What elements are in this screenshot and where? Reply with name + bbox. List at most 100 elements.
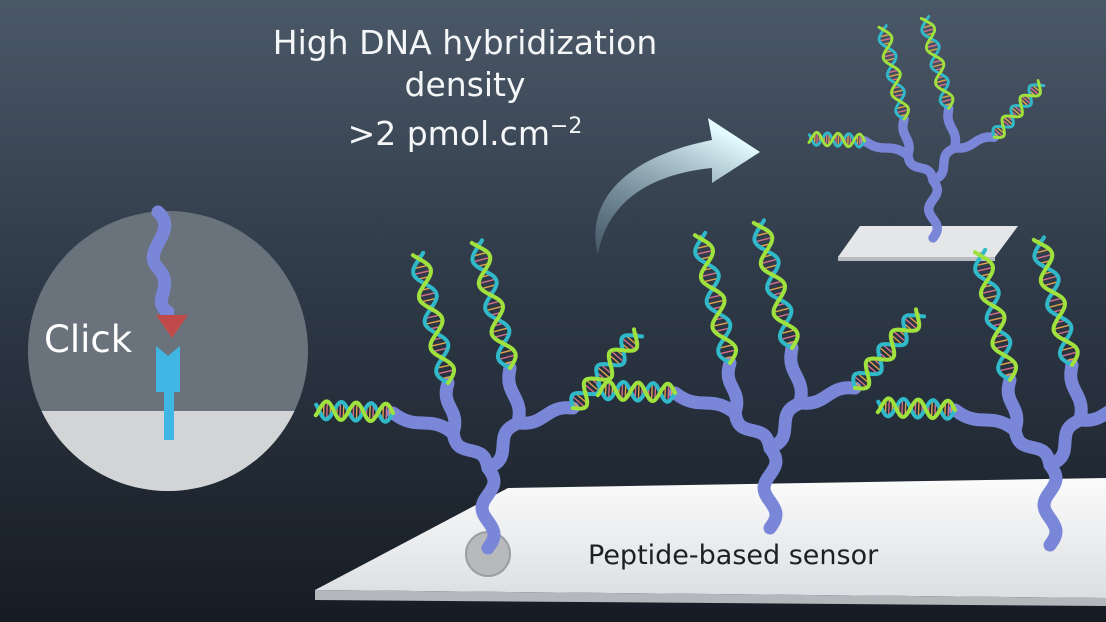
- dna-strand: [314, 399, 395, 424]
- base-pair: [1019, 98, 1030, 107]
- base-pair: [992, 338, 1010, 344]
- base-pair: [1060, 346, 1076, 352]
- dna-strand: [751, 220, 800, 350]
- base-pair: [596, 366, 611, 379]
- base-pair: [714, 327, 731, 333]
- dna-strand: [973, 247, 1013, 382]
- dna-helix: [851, 307, 926, 391]
- base-pair: [491, 327, 509, 333]
- base-pair: [887, 69, 899, 74]
- base-pair: [339, 402, 342, 420]
- dna-helix: [919, 14, 955, 110]
- base-pair: [418, 291, 437, 298]
- alkyne-triangle: [156, 315, 188, 338]
- base-pair: [986, 311, 1003, 317]
- peptide-branch: [481, 416, 525, 475]
- base-pair: [706, 294, 723, 300]
- base-pair: [892, 93, 905, 98]
- base-pair: [903, 317, 918, 330]
- peptide-dna-assembly: [313, 238, 644, 555]
- base-pair: [884, 57, 897, 62]
- peptide-arm: [386, 406, 460, 440]
- base-pair: [385, 403, 388, 422]
- dna-strand: [313, 399, 395, 424]
- base-pair: [610, 350, 625, 363]
- base-pair: [478, 278, 496, 285]
- base-pair: [1060, 351, 1078, 358]
- base-pair: [413, 269, 432, 276]
- peptide-arm: [439, 376, 462, 440]
- base-pair: [712, 321, 730, 327]
- base-pair: [621, 382, 624, 400]
- base-pair: [1042, 281, 1059, 287]
- base-pair: [980, 288, 999, 295]
- base-pair: [858, 134, 861, 148]
- base-pair: [982, 294, 999, 300]
- base-pair: [937, 82, 949, 88]
- dna-strand: [1031, 237, 1080, 367]
- base-pair: [1034, 253, 1053, 260]
- curved-arrow-icon: [595, 118, 760, 255]
- base-pair: [975, 261, 991, 267]
- base-pair: [825, 132, 828, 146]
- azide-linker: [156, 346, 180, 392]
- dna-strand: [807, 130, 867, 149]
- dna-strand: [411, 250, 451, 385]
- base-pair: [424, 314, 441, 320]
- base-pair: [878, 346, 893, 359]
- base-pair: [998, 366, 1017, 372]
- base-pair: [891, 89, 905, 94]
- dna-strand: [596, 379, 677, 404]
- base-pair: [472, 256, 491, 263]
- dna-strand: [920, 14, 951, 110]
- base-pair: [413, 264, 429, 270]
- dna-strand: [992, 79, 1042, 140]
- base-pair: [1040, 275, 1058, 282]
- base-pair: [718, 349, 737, 355]
- base-pair: [879, 37, 893, 42]
- dna-helix: [1031, 235, 1080, 367]
- headline-line-2: density: [404, 65, 526, 104]
- base-pair: [485, 300, 501, 306]
- base-pair: [931, 59, 943, 64]
- dna-strand: [1032, 235, 1074, 367]
- peptide-arm: [948, 403, 1022, 437]
- base-pair: [975, 266, 994, 273]
- peptide-dna-assembly: [875, 235, 1106, 552]
- dna-strand: [877, 24, 906, 121]
- base-pair: [650, 383, 653, 401]
- peptide-arm: [898, 114, 914, 160]
- base-pair: [931, 63, 944, 68]
- base-pair: [355, 402, 358, 421]
- base-pair: [436, 363, 452, 369]
- base-pair: [754, 236, 773, 243]
- peptide-dna-assembly: [595, 218, 926, 535]
- peptide-branch: [763, 396, 807, 455]
- base-pair: [998, 360, 1014, 366]
- main-substrate: [315, 478, 1106, 598]
- base-pair: [485, 305, 504, 312]
- base-pair: [780, 334, 798, 341]
- base-pair: [762, 264, 779, 270]
- base-pair: [921, 24, 933, 29]
- base-pair: [695, 249, 714, 256]
- base-pair: [927, 47, 940, 53]
- base-pair: [1010, 106, 1022, 117]
- base-pair: [940, 98, 954, 103]
- base-pair: [887, 398, 891, 417]
- peptide-arm: [511, 401, 580, 430]
- dna-strand: [919, 16, 955, 110]
- base-pair: [930, 400, 933, 418]
- base-pair: [621, 337, 636, 350]
- base-pair: [420, 297, 437, 303]
- base-pair: [935, 78, 949, 84]
- base-pair: [472, 251, 488, 257]
- click-inset: [28, 205, 308, 491]
- dna-strand: [469, 240, 518, 370]
- peptide-stem: [475, 461, 501, 555]
- dna-strand: [876, 396, 957, 421]
- peptide-arm: [668, 386, 742, 420]
- base-pair: [760, 258, 778, 265]
- base-pair: [1047, 302, 1066, 309]
